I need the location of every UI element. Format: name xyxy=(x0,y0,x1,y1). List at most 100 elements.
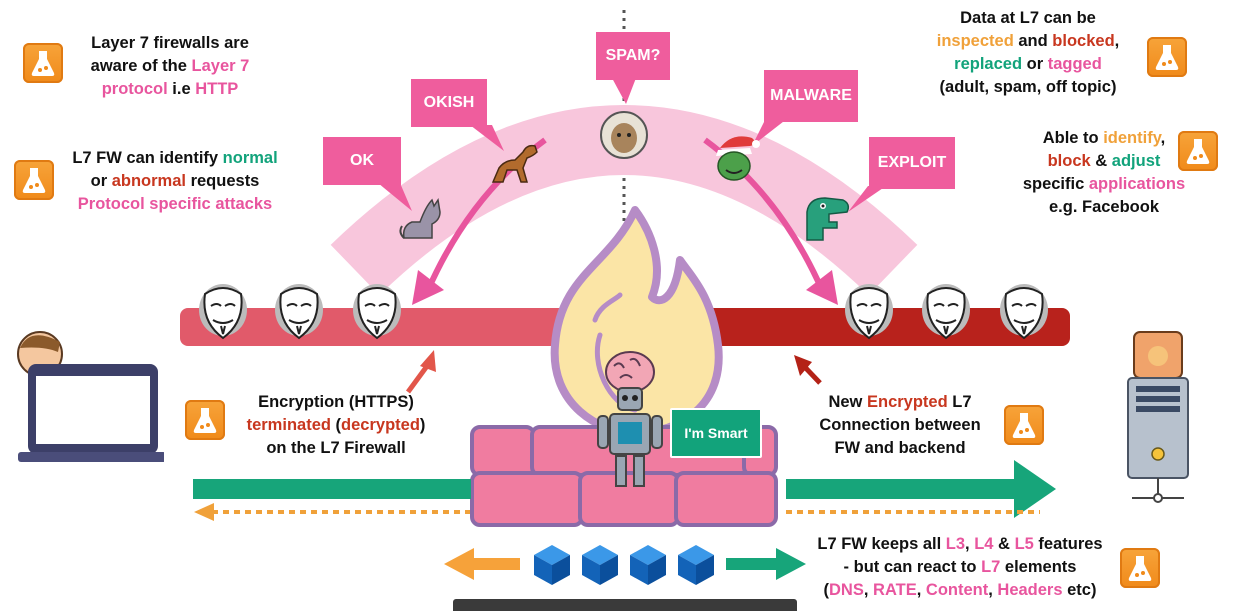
text-span: L7 xyxy=(947,393,972,411)
bubble-exploit-tail xyxy=(848,186,886,212)
note-line: - but can react to L7 elements xyxy=(800,556,1120,579)
highlight-span: adjust xyxy=(1111,152,1161,170)
text-span: & xyxy=(993,535,1015,553)
text-span: , xyxy=(965,535,975,553)
flask-icon xyxy=(23,43,63,83)
highlight-span: HTTP xyxy=(195,80,239,98)
caption-bar xyxy=(453,599,797,611)
robot-icon xyxy=(597,351,663,487)
highlight-span: identify xyxy=(1103,129,1161,147)
highlight-span: applications xyxy=(1088,175,1186,193)
text-span: ( xyxy=(330,416,342,434)
text-span: L7 FW keeps all xyxy=(817,535,946,553)
bubble-malware: MALWARE xyxy=(764,70,858,122)
note-top-left: Layer 7 firewalls are aware of the Layer… xyxy=(70,32,270,101)
arc-arrow-right-head xyxy=(806,270,838,305)
note-line: replaced or tagged xyxy=(918,53,1138,76)
note-line: e.g. Facebook xyxy=(1048,198,1160,216)
note-line: Connection between xyxy=(819,416,981,434)
note-line: on the L7 Firewall xyxy=(266,439,406,457)
anonymous-mask-icon xyxy=(1000,284,1048,340)
highlight-span: Headers xyxy=(997,581,1063,599)
highlight-span: tagged xyxy=(1047,55,1102,73)
highlight-span: L3 xyxy=(945,535,966,553)
brick xyxy=(470,471,584,527)
anonymous-mask-icon xyxy=(353,284,401,340)
highlight-span: L7 xyxy=(981,558,1001,576)
bubble-okish: OKISH xyxy=(411,79,487,127)
note-mid-right: Able to identify, block & adjust specifi… xyxy=(1004,127,1204,219)
note-line: L7 FW can identify normal xyxy=(55,147,295,170)
highlight-span: abnormal xyxy=(111,172,186,190)
text-span: , xyxy=(1160,129,1166,147)
text-span: and xyxy=(1013,32,1053,50)
text-span: - but can react to xyxy=(843,558,982,576)
text-span: elements xyxy=(1000,558,1077,576)
note-mid-left: L7 FW can identify normal or abnormal re… xyxy=(55,147,295,216)
flask-icon xyxy=(14,160,54,200)
inbound-arrow-right xyxy=(786,479,1016,499)
inbound-arrow-left xyxy=(193,479,471,499)
highlight-span: decrypted xyxy=(341,416,420,434)
note-line: terminated (decrypted) xyxy=(226,414,446,437)
robot-speech-label: I'm Smart xyxy=(670,408,762,458)
note-line: protocol i.e HTTP xyxy=(70,78,270,101)
text-span: specific xyxy=(1022,175,1089,193)
text-span: , xyxy=(1114,32,1120,50)
cube-icon xyxy=(630,545,666,585)
server-icon xyxy=(1127,331,1189,503)
green-side-arrow-body xyxy=(726,558,778,570)
highlight-span: L4 xyxy=(974,535,994,553)
text-span: , xyxy=(863,581,874,599)
text-span: requests xyxy=(186,172,260,190)
highlight-span: L5 xyxy=(1014,535,1034,553)
highlight-span: Encrypted xyxy=(866,393,948,411)
bubble-okish-tail xyxy=(470,125,504,151)
text-span: features xyxy=(1033,535,1103,553)
note-line: FW and backend xyxy=(834,439,966,457)
dog-icon xyxy=(491,144,538,183)
text-span: ) xyxy=(419,416,426,434)
cube-icon xyxy=(534,545,570,585)
cube-icon xyxy=(678,545,714,585)
text-span: New xyxy=(828,393,867,411)
anonymous-mask-icon xyxy=(922,284,970,340)
anonymous-mask-icon xyxy=(199,284,247,340)
text-span: , xyxy=(916,581,926,599)
bubble-spam-tail xyxy=(612,78,636,104)
text-span: Able to xyxy=(1042,129,1104,147)
highlight-span: Layer 7 xyxy=(191,57,250,75)
highlight-span: normal xyxy=(222,149,278,167)
text-span: , xyxy=(988,581,998,599)
note-line: Able to identify, xyxy=(1004,127,1204,150)
bubble-ok-tail xyxy=(378,183,412,211)
note-line: (DNS, RATE, Content, Headers etc) xyxy=(800,579,1120,602)
return-arrow-head xyxy=(194,503,214,521)
brick xyxy=(578,471,680,527)
dinosaur-icon xyxy=(806,197,850,241)
orange-side-arrow-body xyxy=(470,558,520,570)
bubble-spam: SPAM? xyxy=(596,32,670,80)
flask-icon xyxy=(1004,405,1044,445)
note-bottom-features: L7 FW keeps all L3, L4 & L5 features - b… xyxy=(800,533,1120,602)
note-new-encrypted: New Encrypted L7 Connection between FW a… xyxy=(800,391,1000,460)
highlight-span: RATE xyxy=(873,581,917,599)
text-span: or xyxy=(90,172,112,190)
note-line: (adult, spam, off topic) xyxy=(939,78,1117,96)
note-encryption-terminated: Encryption (HTTPS) terminated (decrypted… xyxy=(226,391,446,460)
highlight-span: terminated xyxy=(246,416,331,434)
note-line: inspected and blocked, xyxy=(918,30,1138,53)
fire-icon xyxy=(550,206,723,435)
inbound-arrow-head xyxy=(1014,460,1056,518)
sheep-icon xyxy=(600,111,648,159)
highlight-span: inspected xyxy=(936,32,1014,50)
text-span: aware of the xyxy=(90,57,192,75)
cat-icon xyxy=(399,198,441,239)
note-line: New Encrypted L7 xyxy=(800,391,1000,414)
text-span: or xyxy=(1022,55,1048,73)
note-line: Encryption (HTTPS) xyxy=(258,393,414,411)
flask-icon xyxy=(1178,131,1218,171)
highlight-span: Content xyxy=(925,581,989,599)
note-line: L7 FW keeps all L3, L4 & L5 features xyxy=(800,533,1120,556)
